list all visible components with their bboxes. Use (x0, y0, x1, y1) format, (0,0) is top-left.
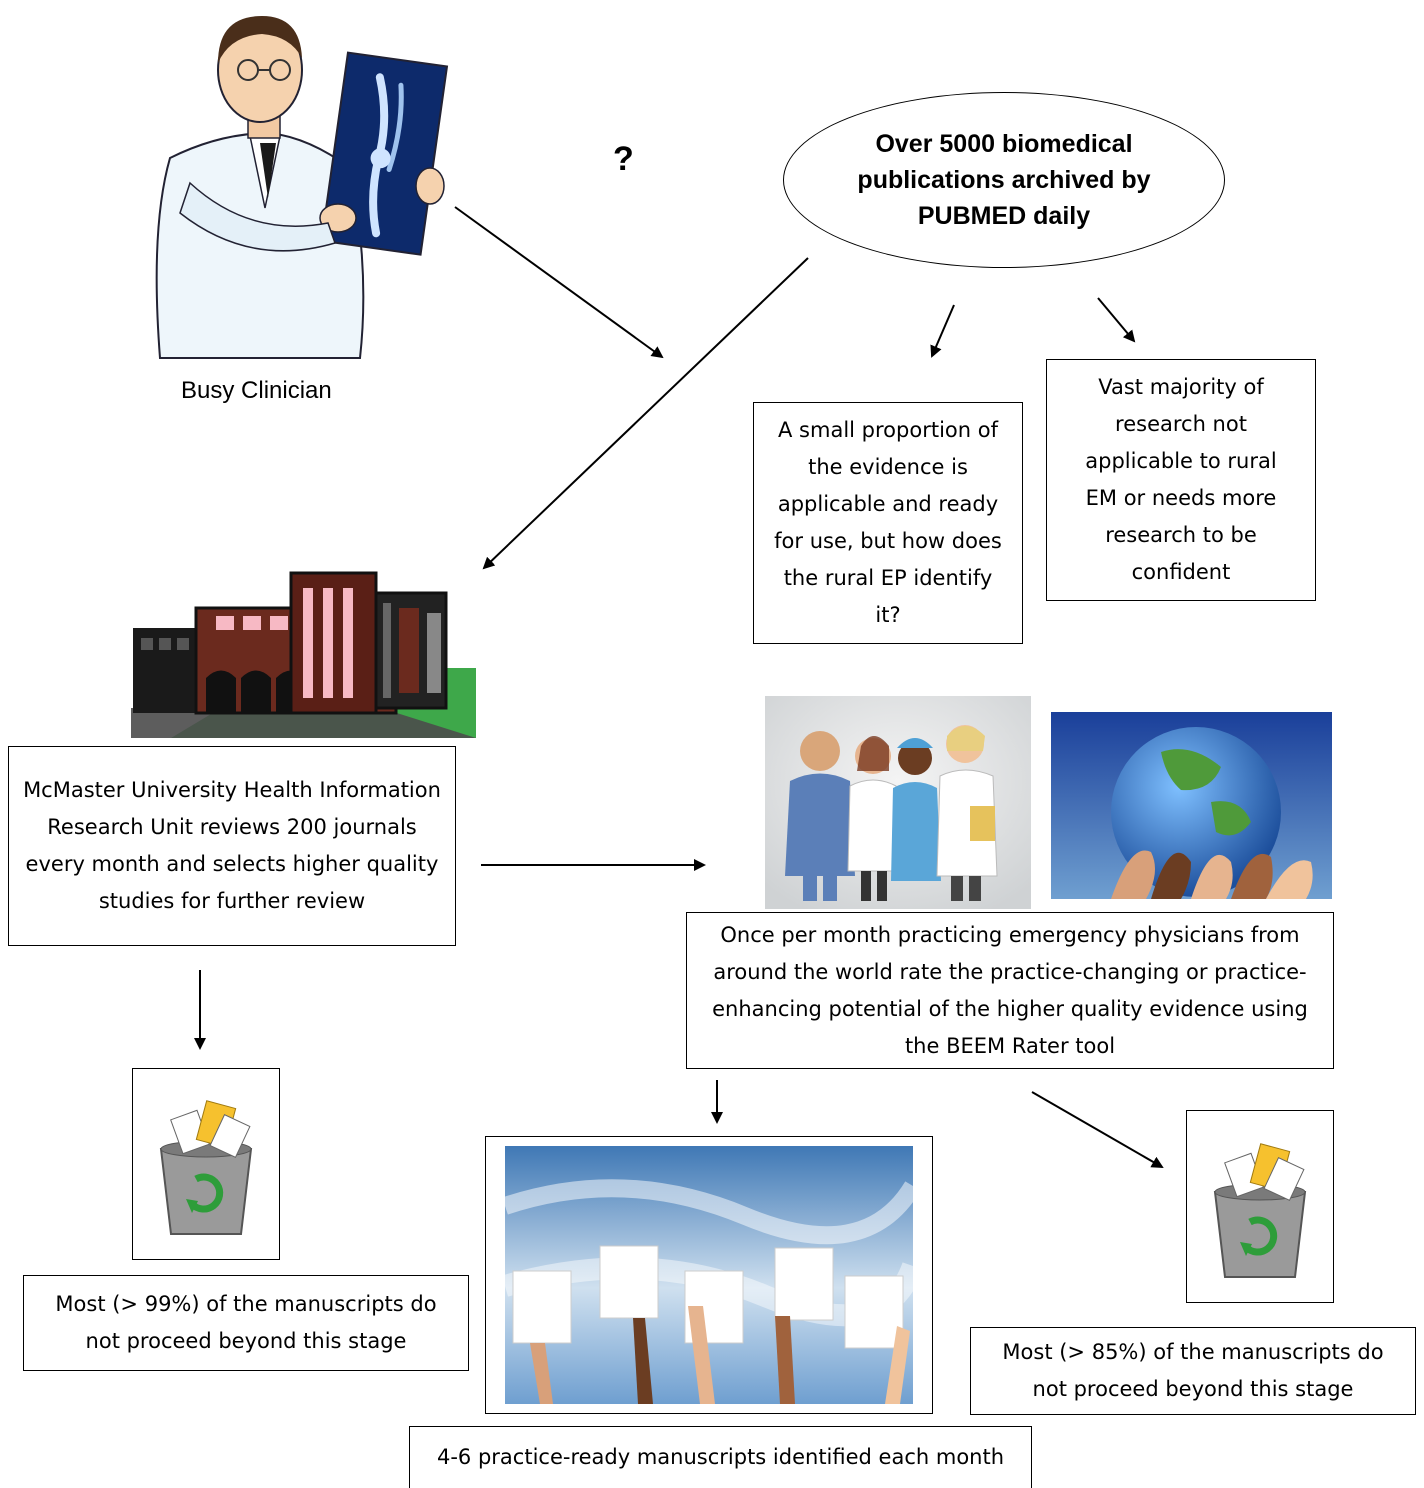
trash-right-frame (1186, 1110, 1334, 1303)
question-mark: ? (613, 140, 634, 178)
hands-holding-papers-sky-photo (501, 1146, 924, 1404)
mcmaster-text: McMaster University Health Information R… (23, 778, 441, 913)
arrow-pubmed-to-mcmaster (482, 257, 809, 570)
pubmed-text: Over 5000 biomedical publications archiv… (857, 130, 1151, 230)
trash-right-text: Most (> 85%) of the manuscripts do not p… (1002, 1340, 1384, 1401)
mcmaster-box: McMaster University Health Information R… (8, 746, 456, 946)
physicians-text: Once per month practicing emergency phys… (712, 922, 1308, 1058)
small-proportion-text: A small proportion of the evidence is ap… (774, 418, 1002, 627)
vast-majority-box: Vast majority of research not applicable… (1046, 359, 1316, 601)
physicians-group-photo (765, 696, 1031, 909)
trash-right-caption-box: Most (> 85%) of the manuscripts do not p… (970, 1327, 1416, 1415)
small-proportion-box: A small proportion of the evidence is ap… (753, 402, 1023, 644)
arrow-physicians-to-trash (1031, 1091, 1164, 1168)
practice-ready-caption-box: 4-6 practice-ready manuscripts identifie… (409, 1426, 1032, 1488)
recycle-bin-icon (159, 1100, 253, 1235)
trash-left-text: Most (> 99%) of the manuscripts do not p… (55, 1292, 437, 1353)
clinician-label: Busy Clinician (181, 377, 332, 404)
recycle-bin-icon (1213, 1142, 1307, 1278)
arrow-clinician-to-center (454, 206, 664, 359)
arrow-pubmed-to-small (930, 304, 955, 358)
practice-ready-frame (485, 1136, 933, 1414)
doctor-xray-icon (155, 16, 449, 359)
arrow-pubmed-to-vast (1097, 297, 1136, 343)
vast-majority-text: Vast majority of research not applicable… (1085, 375, 1277, 584)
university-building-icon (131, 571, 476, 738)
trash-left-caption-box: Most (> 99%) of the manuscripts do not p… (23, 1275, 469, 1371)
pubmed-ellipse: Over 5000 biomedical publications archiv… (783, 92, 1225, 268)
practice-ready-text: 4-6 practice-ready manuscripts identifie… (436, 1445, 1005, 1469)
physicians-box: Once per month practicing emergency phys… (686, 912, 1334, 1069)
hands-holding-globe-photo (1051, 712, 1332, 899)
trash-left-frame (132, 1068, 280, 1260)
